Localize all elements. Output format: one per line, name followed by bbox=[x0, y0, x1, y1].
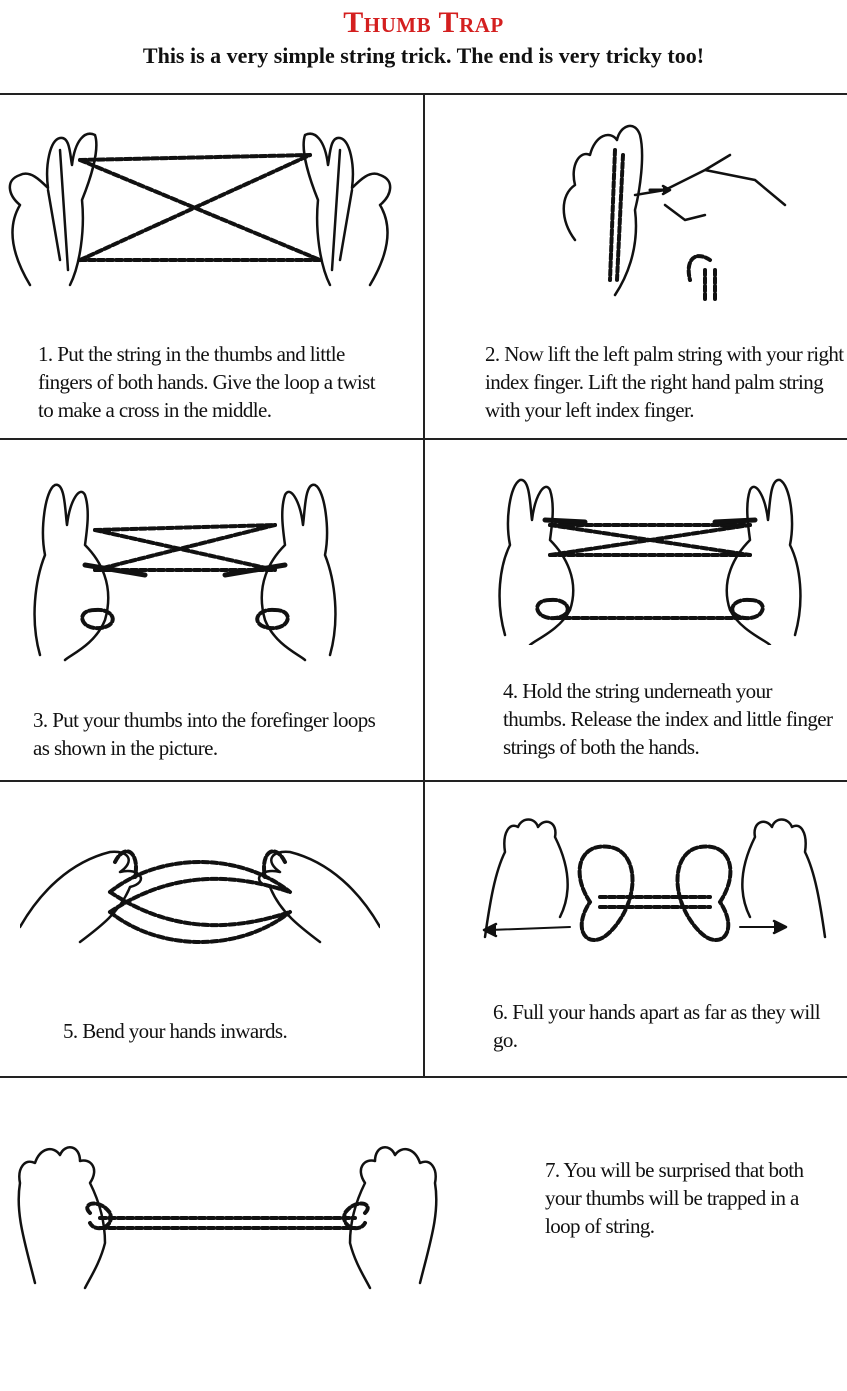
index-finger-lift-illustration bbox=[555, 110, 795, 310]
hands-string-cross-illustration bbox=[0, 110, 400, 310]
pull-apart-arrows-illustration bbox=[480, 812, 830, 972]
page-subtitle: This is a very simple string trick. The … bbox=[142, 43, 705, 68]
thumbs-into-loops-illustration bbox=[25, 470, 345, 665]
step-4-text: 4. Hold the string underneath your thumb… bbox=[503, 679, 833, 759]
step-2-text: 2. Now lift the left palm string with yo… bbox=[485, 342, 844, 422]
step-7-text: 7. You will be surprised that both your … bbox=[545, 1158, 804, 1238]
step-1-text: 1. Put the string in the thumbs and litt… bbox=[38, 342, 376, 422]
divider bbox=[423, 93, 425, 1078]
thumbs-trapped-illustration bbox=[5, 1133, 450, 1293]
step-5-panel: 5. Bend your hands inwards. bbox=[0, 782, 423, 1076]
step-4-panel: 4. Hold the string underneath your thumb… bbox=[425, 440, 847, 780]
step-3-panel: 3. Put your thumbs into the forefinger l… bbox=[0, 440, 423, 780]
step-7-panel: 7. You will be surprised that both your … bbox=[0, 1078, 847, 1391]
step-6-text: 6. Full your hands apart as far as they … bbox=[493, 1000, 821, 1052]
step-5-text: 5. Bend your hands inwards. bbox=[63, 1019, 288, 1043]
bend-hands-illustration bbox=[20, 832, 380, 962]
step-2-panel: 2. Now lift the left palm string with yo… bbox=[425, 95, 847, 438]
step-3-text: 3. Put your thumbs into the forefinger l… bbox=[33, 708, 376, 760]
step-6-panel: 6. Full your hands apart as far as they … bbox=[425, 782, 847, 1076]
step-1-panel: 1. Put the string in the thumbs and litt… bbox=[0, 95, 423, 438]
page-title: Thumb Trap bbox=[343, 6, 504, 39]
release-strings-illustration bbox=[490, 470, 810, 645]
